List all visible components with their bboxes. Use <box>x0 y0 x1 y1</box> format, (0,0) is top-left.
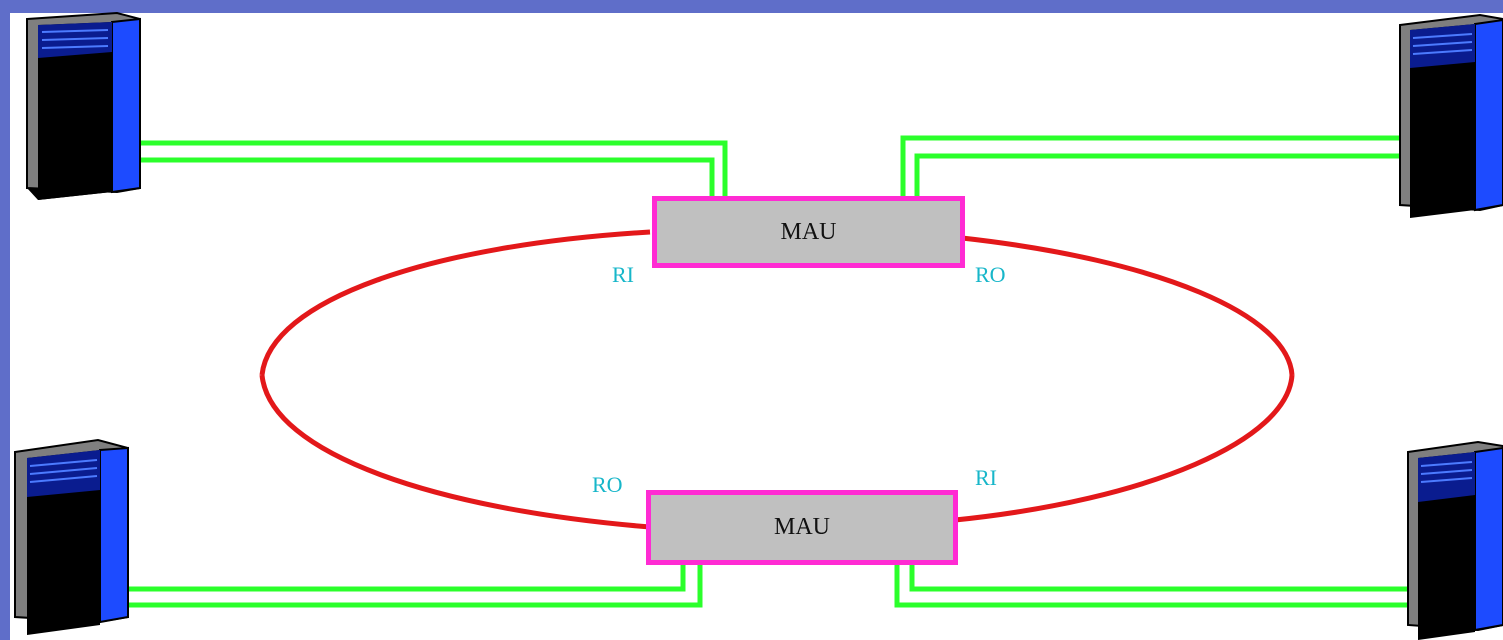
lobe-cable-bottom-left <box>128 560 703 608</box>
lobe-cable-top-right <box>900 135 1405 200</box>
mau-bottom-box: MAU <box>646 490 958 565</box>
mau-top-box: MAU <box>652 196 965 268</box>
mau-bottom-port-out-label: RO <box>592 472 623 497</box>
server-bottom-right-icon <box>1407 440 1503 640</box>
ring-cable-left-bottom <box>259 374 651 530</box>
mau-top-port-out-label: RO <box>975 262 1006 287</box>
ring-cable-top-right <box>961 235 1295 376</box>
lobe-cable-top-left <box>138 140 728 200</box>
mau-top-port-in-label: RI <box>612 262 634 287</box>
mau-bottom-label: MAU <box>773 514 830 540</box>
ring-cable-right-bottom <box>954 374 1295 523</box>
ring-cable-top-left <box>259 229 651 376</box>
server-top-left-icon <box>26 11 141 200</box>
server-top-right-icon <box>1399 13 1503 218</box>
lobe-cable-bottom-right <box>894 560 1412 608</box>
server-bottom-left-icon <box>14 438 129 635</box>
mau-bottom-port-in-label: RI <box>975 465 997 490</box>
mau-top-label: MAU <box>780 218 837 245</box>
